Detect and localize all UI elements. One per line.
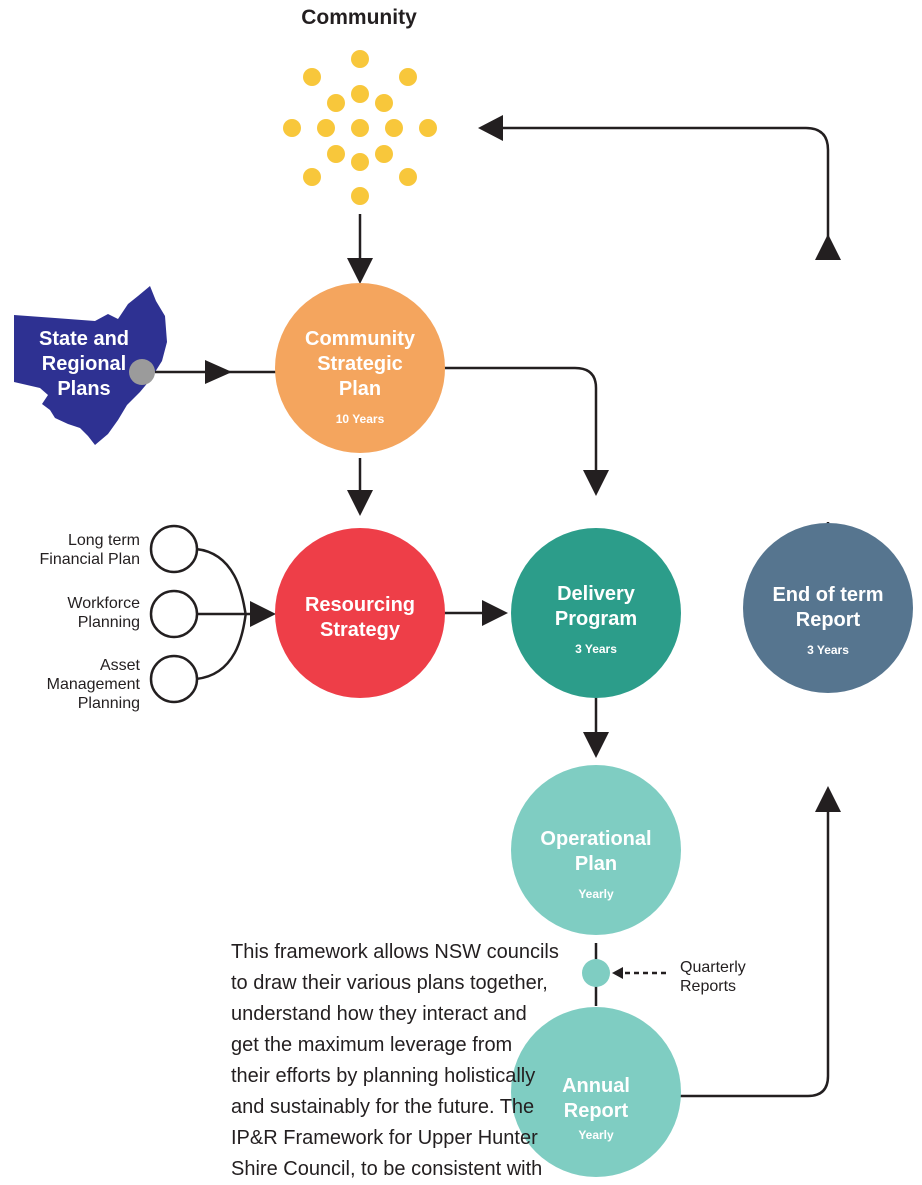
nsw-map-icon	[14, 286, 167, 445]
ltfp-label: Long term Financial Plan	[39, 532, 141, 568]
page-title: Community	[301, 6, 417, 29]
quarterly-reports-label: Quarterly Reports	[680, 959, 746, 995]
asset-label: Asset Management Planning	[46, 657, 140, 712]
annual-node	[511, 1007, 681, 1177]
arrow-up-to-endterm	[815, 786, 841, 812]
arrow-down-to-delivery	[583, 470, 609, 496]
ltfp-circle	[149, 524, 199, 574]
resourcing-label: Resourcing Strategy	[304, 594, 416, 641]
connector-lines	[155, 126, 830, 1098]
delivery-node	[511, 528, 681, 698]
delivery-label: Delivery Program 3 Years	[554, 583, 638, 656]
arrowheads	[205, 115, 841, 979]
arrow-down-to-resourcing	[347, 490, 373, 516]
endterm-node	[743, 523, 913, 693]
workforce-label: Workforce Planning	[67, 595, 140, 631]
state-plans-label: State and Regional Plans	[38, 328, 130, 400]
operational-label: Operational Plan Yearly	[540, 828, 652, 901]
arrow-down-to-operational	[583, 732, 609, 758]
quarterly-dot	[582, 959, 610, 987]
input-circles	[149, 524, 199, 704]
resourcing-node	[275, 528, 445, 698]
annual-label: Annual Report Yearly	[562, 1075, 630, 1142]
arrow-right-to-resourcing	[250, 601, 276, 627]
connector-dot	[129, 359, 155, 385]
arrow-down-to-csp	[347, 258, 373, 284]
asset-circle	[149, 654, 199, 704]
arrow-left-to-community	[478, 115, 503, 141]
operational-node	[511, 765, 681, 935]
csp-label: Community Strategic Plan 10 Years	[305, 328, 415, 426]
arrow-left-quarterly	[612, 967, 623, 979]
arrow-right-to-delivery	[482, 600, 508, 626]
arrow-right-from-state	[205, 360, 232, 384]
csp-node	[275, 283, 445, 453]
workforce-circle	[149, 589, 199, 639]
community-dots-icon	[283, 50, 437, 205]
arrow-up-mid	[815, 234, 841, 260]
endterm-label: End of term Report 3 Years	[772, 584, 884, 657]
framework-description: This framework allows NSW councils to dr…	[231, 941, 559, 1180]
